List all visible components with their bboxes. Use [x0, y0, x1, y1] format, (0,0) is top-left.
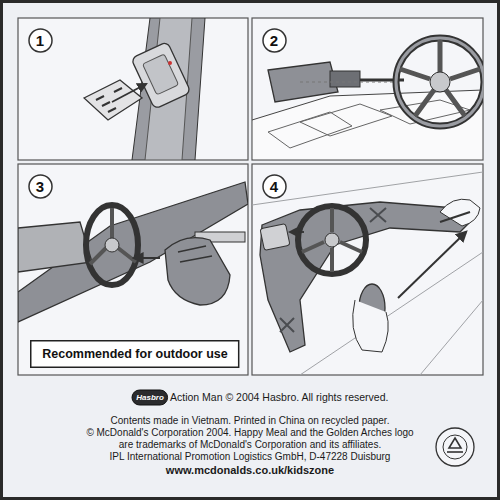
number-circle — [29, 29, 52, 52]
step-number: 4 — [262, 174, 287, 199]
footer-line: Contents made in Vietnam. Printed in Chi… — [111, 415, 390, 426]
illustration-part — [443, 435, 467, 459]
step-two-drawing — [252, 38, 483, 160]
illustration-part — [90, 208, 136, 264]
number-circle — [29, 175, 52, 198]
brand-logo: Hasbro — [132, 390, 168, 405]
illustration-part — [400, 40, 480, 116]
node-text: Recommended for outdoor use — [42, 347, 227, 361]
illustration-part — [440, 212, 470, 222]
illustration-part — [440, 199, 480, 226]
illustration-part — [134, 257, 160, 259]
paper-sheet — [3, 3, 497, 497]
panel-frame — [252, 18, 483, 160]
illustration-part — [260, 224, 290, 251]
web-address: www.mcdonalds.co.uk/kidszone — [166, 464, 334, 476]
illustration-part — [447, 451, 463, 453]
illustration-part — [18, 222, 92, 272]
step-four-drawing — [252, 172, 483, 375]
illustration-part — [105, 238, 119, 252]
step-number: 2 — [262, 28, 287, 53]
illustration-part — [300, 82, 400, 83]
copyright-line: Action Man © 2004 Hasbro. All rights res… — [170, 391, 388, 403]
illustration-part — [396, 38, 483, 126]
illustration-part — [398, 232, 466, 298]
step-one-drawing — [84, 18, 205, 160]
step-number-text: 1 — [36, 32, 44, 49]
illustration-part — [142, 54, 178, 95]
illustration-part — [298, 206, 366, 274]
footer-line: IPL International Promotion Logistics Gm… — [110, 451, 391, 462]
illustration-part — [302, 208, 362, 272]
illustration-part — [436, 428, 474, 466]
panel-frame — [18, 18, 248, 160]
footer-line: © McDonald's Corporation 2004. Happy Mea… — [86, 427, 413, 438]
illustration-part — [396, 38, 483, 126]
step-number-text: 2 — [270, 32, 278, 49]
illustration-part — [260, 202, 472, 352]
step-number-text: 3 — [36, 178, 44, 195]
step-three-drawing — [18, 182, 248, 322]
panel-frame — [252, 164, 483, 375]
note-box: Recommended for outdoor use — [30, 340, 239, 368]
logo-badge — [132, 390, 168, 405]
panel-frame — [18, 164, 248, 375]
step-number: 1 — [28, 28, 53, 53]
note-frame — [31, 341, 239, 368]
illustration-part — [430, 72, 450, 92]
illustration-part — [84, 80, 142, 120]
number-circle — [263, 29, 286, 52]
illustration-part — [165, 238, 230, 305]
illustration-part — [178, 246, 212, 262]
illustration-part — [449, 438, 461, 448]
illustration-part — [86, 205, 138, 285]
illustration-part — [18, 182, 248, 322]
illustration-part — [252, 172, 483, 375]
step-number-text: 4 — [270, 178, 278, 195]
number-circle — [263, 175, 286, 198]
footer-line: are trademarks of McDonald's Corporation… — [119, 439, 381, 450]
recycle-logo — [436, 428, 474, 466]
illustration-part — [330, 71, 360, 87]
illustration-part — [96, 88, 122, 112]
illustration-part — [290, 231, 304, 233]
illustration-part — [168, 61, 172, 65]
illustration-part — [325, 233, 339, 247]
illustration-part — [132, 18, 205, 160]
illustration-part — [112, 84, 146, 102]
illustration-part — [353, 300, 389, 352]
step-number: 3 — [28, 174, 53, 199]
node-text: Hasbro — [136, 393, 164, 402]
